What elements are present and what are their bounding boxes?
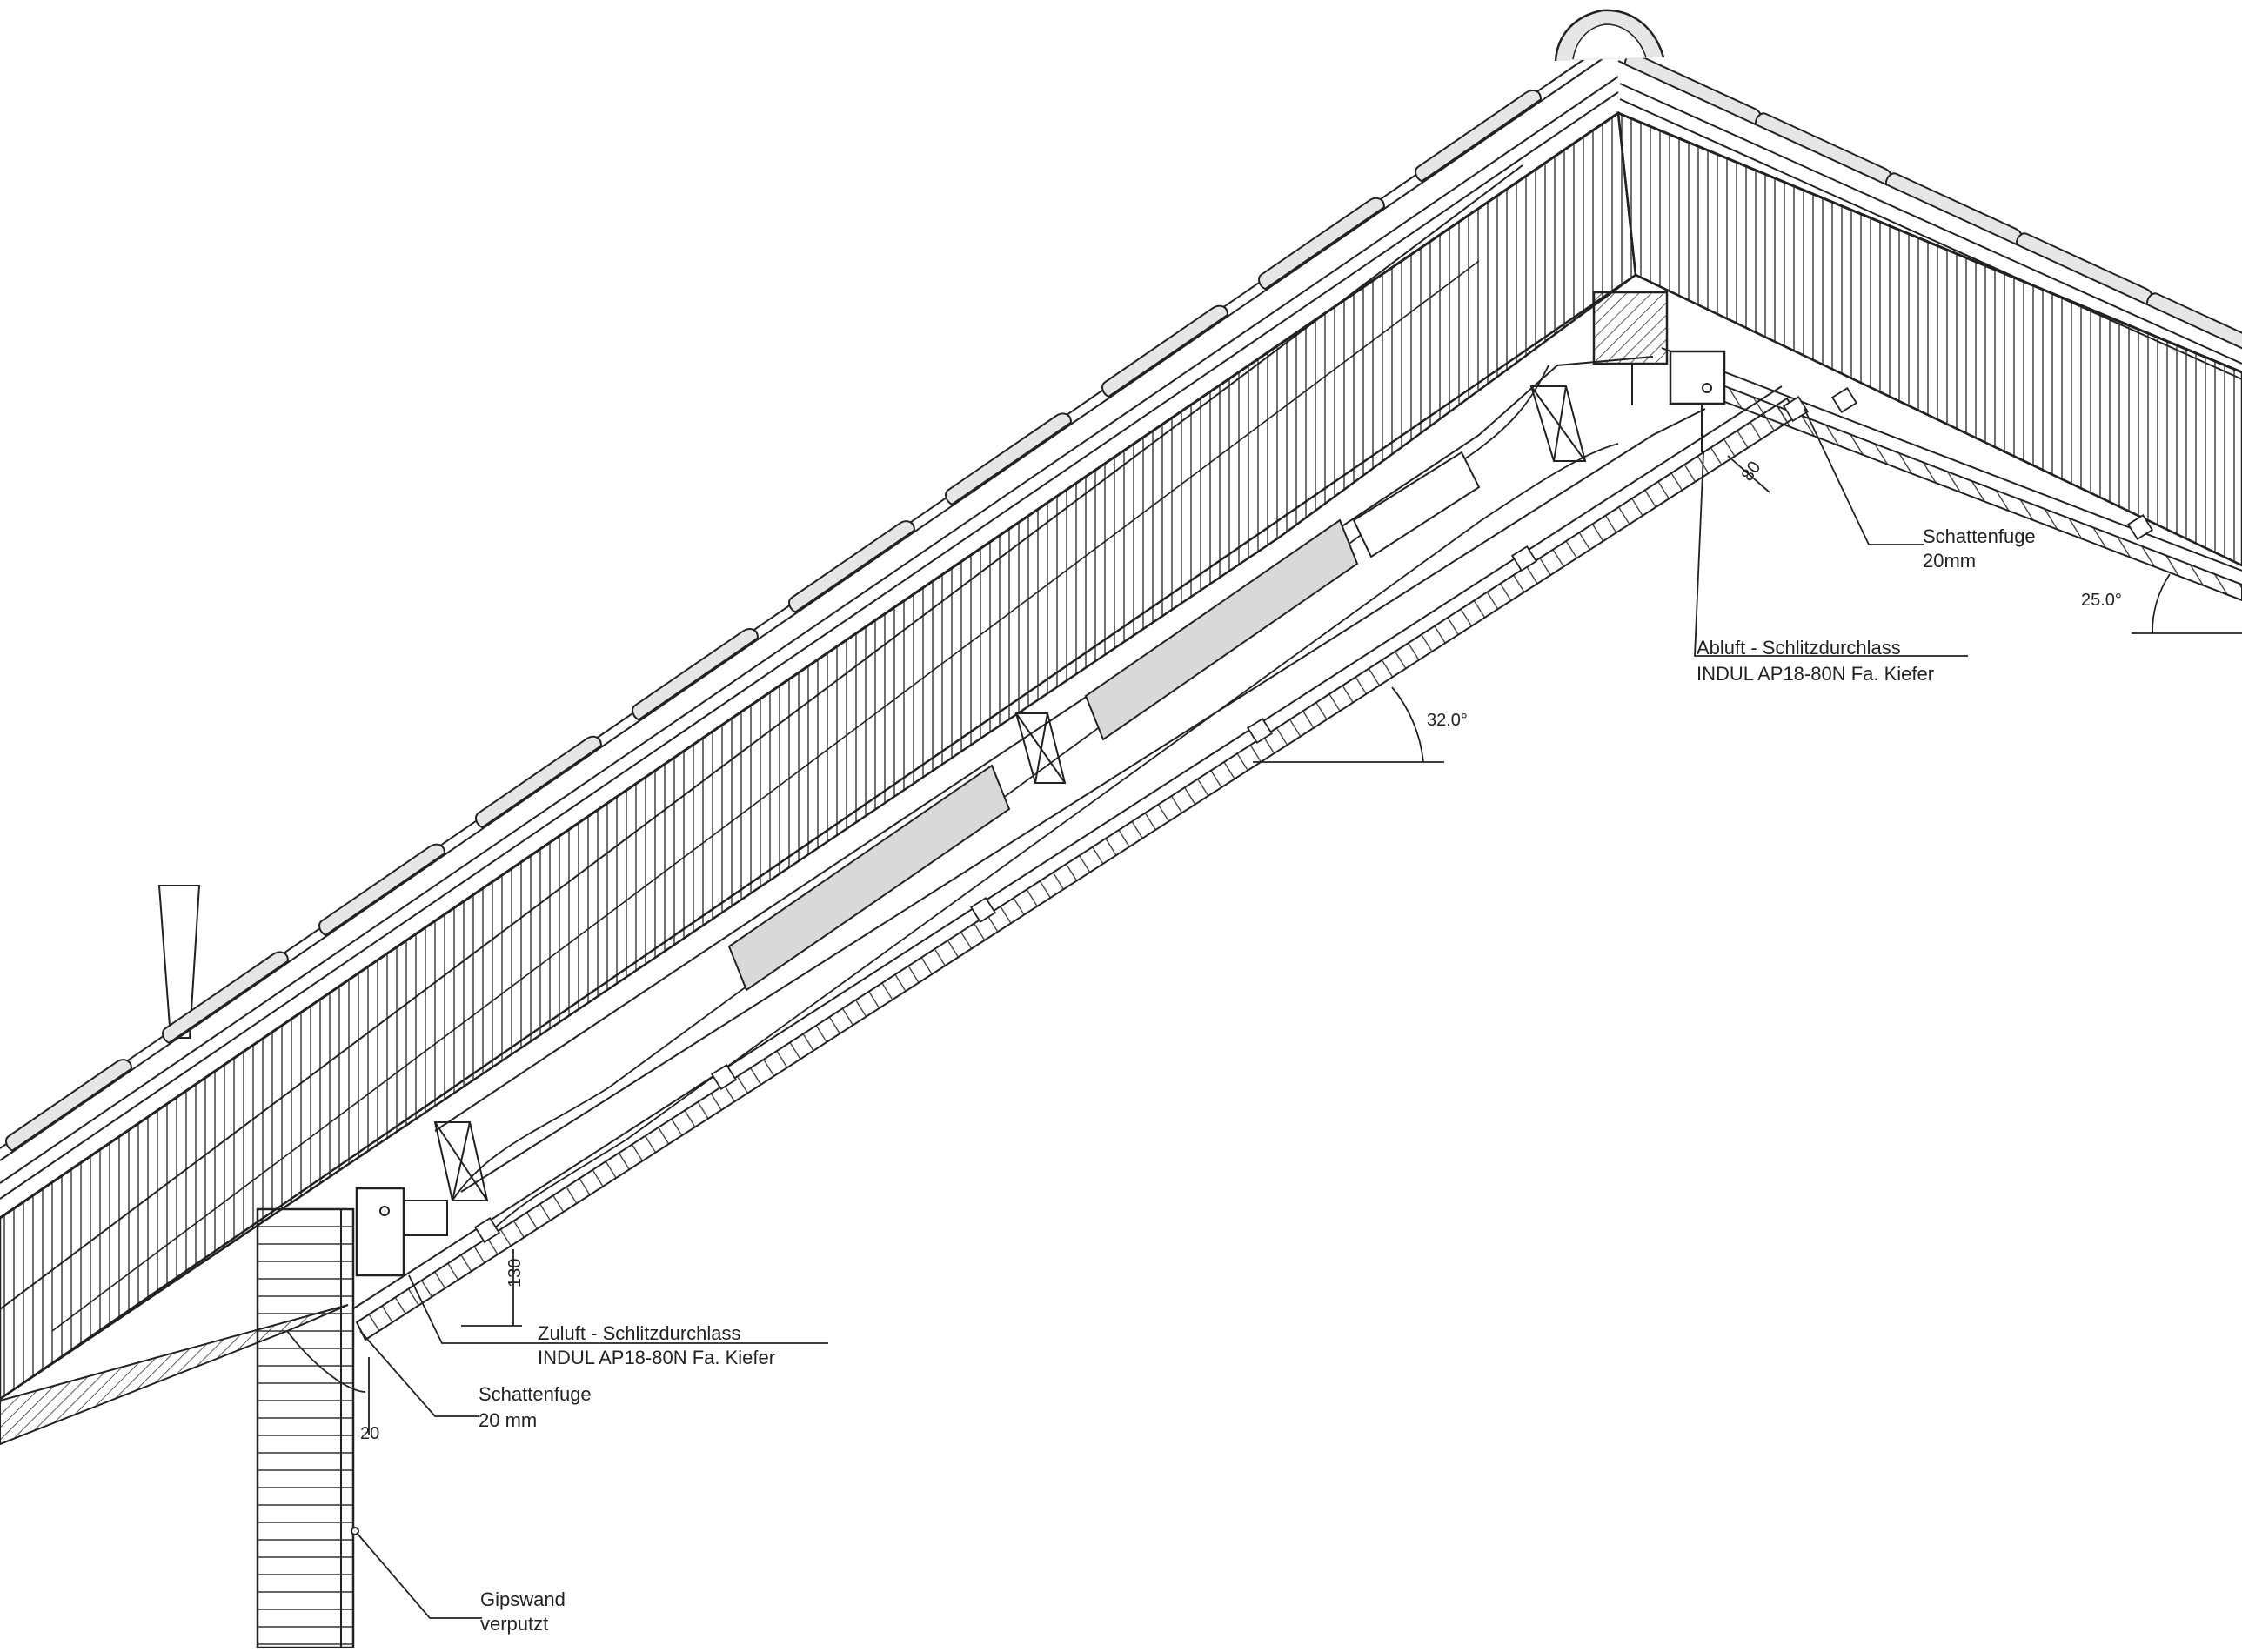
fastener [1246, 717, 1274, 745]
ridge-cap [1554, 9, 1665, 62]
callout-schattenfuge-bottom: Schattenfuge 20 mm [359, 1330, 592, 1431]
zuluft-label-2: INDUL AP18-80N Fa. Kiefer [538, 1347, 775, 1368]
roof-tile [788, 520, 915, 613]
abluft-label-2: INDUL AP18-80N Fa. Kiefer [1697, 663, 1934, 685]
dimension-80: 80 [1727, 455, 1770, 493]
roof-tile [1101, 304, 1228, 398]
exhaust-outlet-box [1669, 350, 1726, 452]
fastener [473, 1216, 501, 1244]
schattenfuge-top-label-1: Schattenfuge [1923, 525, 2036, 547]
abluft-label-1: Abluft - Schlitzdurchlass [1697, 637, 1901, 659]
eaves [0, 1304, 366, 1446]
callout-abluft: Abluft - Schlitzdurchlass INDUL AP18-80N… [1694, 451, 1968, 685]
dimension-20: 20 [352, 1357, 379, 1443]
schattenfuge-top-label-2: 20mm [1923, 550, 1976, 572]
fastener [710, 1063, 738, 1091]
angle-dimension-left: 32.0° [1253, 686, 1468, 763]
roof-tile [632, 628, 759, 721]
insulation-right [1616, 111, 2242, 567]
ridge-beam [1592, 291, 1669, 405]
schattenfuge-bottom-label-2: 20 mm [479, 1409, 537, 1431]
callout-gipswand: Gipswand verputzt [351, 1527, 566, 1635]
fastener [1830, 386, 1858, 414]
dim-20-label: 20 [360, 1424, 379, 1443]
angle-label-left: 32.0° [1427, 711, 1468, 730]
fastener [969, 896, 997, 924]
fastener [2126, 513, 2154, 541]
vent-pipe [157, 885, 201, 1039]
fastener [1782, 395, 1810, 423]
fasteners [473, 386, 2154, 1244]
callout-zuluft: Zuluft - Schlitzdurchlass INDUL AP18-80N… [408, 1274, 828, 1368]
roof-tile [1258, 197, 1385, 291]
roof-tile [318, 843, 445, 937]
dim-80-label: 80 [1738, 458, 1765, 485]
gipswand-label-2: verputzt [480, 1613, 548, 1635]
angle-label-right: 25.0° [2081, 591, 2122, 610]
insulation-left [0, 110, 1637, 1401]
schattenfuge-bottom-label-1: Schattenfuge [479, 1383, 592, 1405]
roof-tile [1415, 90, 1542, 183]
roof-tile [1754, 112, 1893, 186]
wall [256, 1207, 355, 1649]
roof-tile [475, 735, 602, 829]
roof-tiles-right [1617, 48, 2242, 366]
angle-dimension-right: 25.0° [2081, 573, 2242, 634]
supply-outlet-box [355, 1187, 448, 1277]
dimension-130: 130 [461, 1249, 525, 1327]
roof-tile [1623, 52, 1763, 126]
roof-tile [162, 951, 289, 1044]
callout-schattenfuge-top: Schattenfuge 20mm [1804, 408, 2036, 572]
air-duct [433, 356, 1706, 1236]
roof-tiles-left [0, 41, 1610, 1161]
zuluft-label-1: Zuluft - Schlitzdurchlass [538, 1322, 741, 1344]
roof-tile [5, 1059, 132, 1152]
fastener [1510, 545, 1538, 572]
gipswand-label-1: Gipswand [480, 1588, 566, 1610]
roof-tile [945, 412, 1072, 505]
dim-130-label: 130 [505, 1259, 525, 1287]
roof-tile [2145, 292, 2242, 366]
